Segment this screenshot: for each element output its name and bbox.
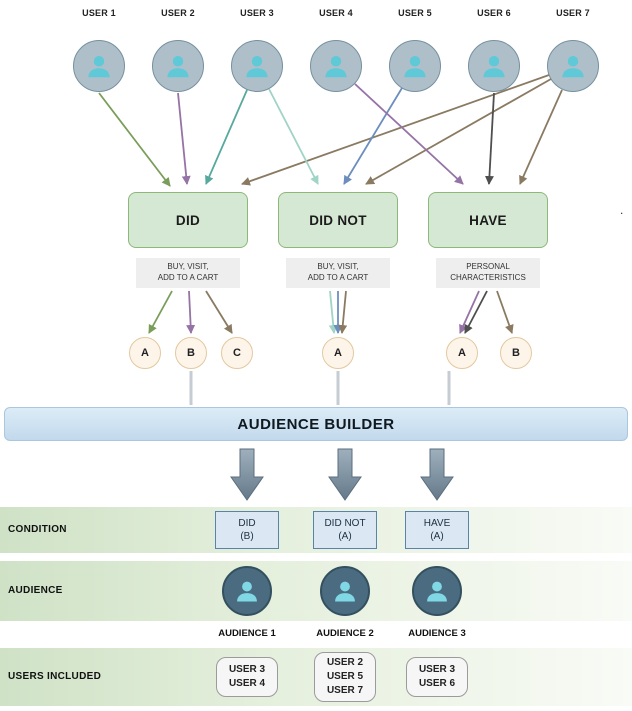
person-icon [325,56,347,78]
user-avatar [231,40,283,92]
audience-row-label: AUDIENCE [8,585,63,596]
user-node-7: USER 7 [533,8,613,92]
criteria-label-have: PERSONAL CHARACTERISTICS [436,258,540,288]
user-node-1: USER 1 [59,8,139,92]
criteria-label-did-not: BUY, VISIT, ADD TO A CART [286,258,390,288]
box-to-outcome-arrows [148,290,514,334]
person-icon [562,56,584,78]
condition-result-did-not: DID NOT (A) [313,511,377,549]
condition-box-did: DID [128,192,248,248]
person-icon [335,581,355,602]
person-icon [237,581,257,602]
outcome-did-not-a: A [322,337,354,369]
user-node-4: USER 4 [296,8,376,92]
user-label: USER 6 [477,8,511,18]
user-label: USER 1 [82,8,116,18]
person-icon [246,56,268,78]
outcome-to-banner-connectors [189,371,451,405]
users-included-box-1: USER 3 USER 4 [216,657,278,697]
user-label: USER 7 [556,8,590,18]
audience-avatar-3 [412,566,462,616]
user-avatar [389,40,441,92]
user-label: USER 2 [161,8,195,18]
person-icon [427,581,447,602]
user-avatar [73,40,125,92]
condition-box-did-not: DID NOT [278,192,398,248]
user-label: USER 4 [319,8,353,18]
user-node-5: USER 5 [375,8,455,92]
person-icon [404,56,426,78]
audience-builder-banner: AUDIENCE BUILDER [4,407,628,441]
person-icon [88,56,110,78]
condition-result-did: DID (B) [215,511,279,549]
user-label: USER 3 [240,8,274,18]
user-node-3: USER 3 [217,8,297,92]
criteria-label-did: BUY, VISIT, ADD TO A CART [136,258,240,288]
audience-label-3: AUDIENCE 3 [408,628,466,639]
condition-box-have: HAVE [428,192,548,248]
audience-label-1: AUDIENCE 1 [218,628,276,639]
person-icon [483,56,505,78]
user-node-6: USER 6 [454,8,534,92]
user-avatar [310,40,362,92]
banner-output-arrows [230,448,454,501]
user-avatar [468,40,520,92]
condition-result-have: HAVE (A) [405,511,469,549]
user-avatar [152,40,204,92]
users-included-box-3: USER 3 USER 6 [406,657,468,697]
users-included-box-2: USER 2 USER 5 USER 7 [314,652,376,702]
person-icon [167,56,189,78]
outcome-did-b: B [175,337,207,369]
outcome-have-a: A [446,337,478,369]
outcome-did-c: C [221,337,253,369]
audience-avatar-2 [320,566,370,616]
condition-row-label: CONDITION [8,524,67,535]
outcome-did-a: A [129,337,161,369]
users-included-row-label: USERS INCLUDED [8,671,102,682]
user-label: USER 5 [398,8,432,18]
stray-mark: . [620,203,624,217]
audience-label-2: AUDIENCE 2 [316,628,374,639]
audience-band [0,561,632,621]
user-node-2: USER 2 [138,8,218,92]
outcome-have-b: B [500,337,532,369]
audience-avatar-1 [222,566,272,616]
user-avatar [547,40,599,92]
